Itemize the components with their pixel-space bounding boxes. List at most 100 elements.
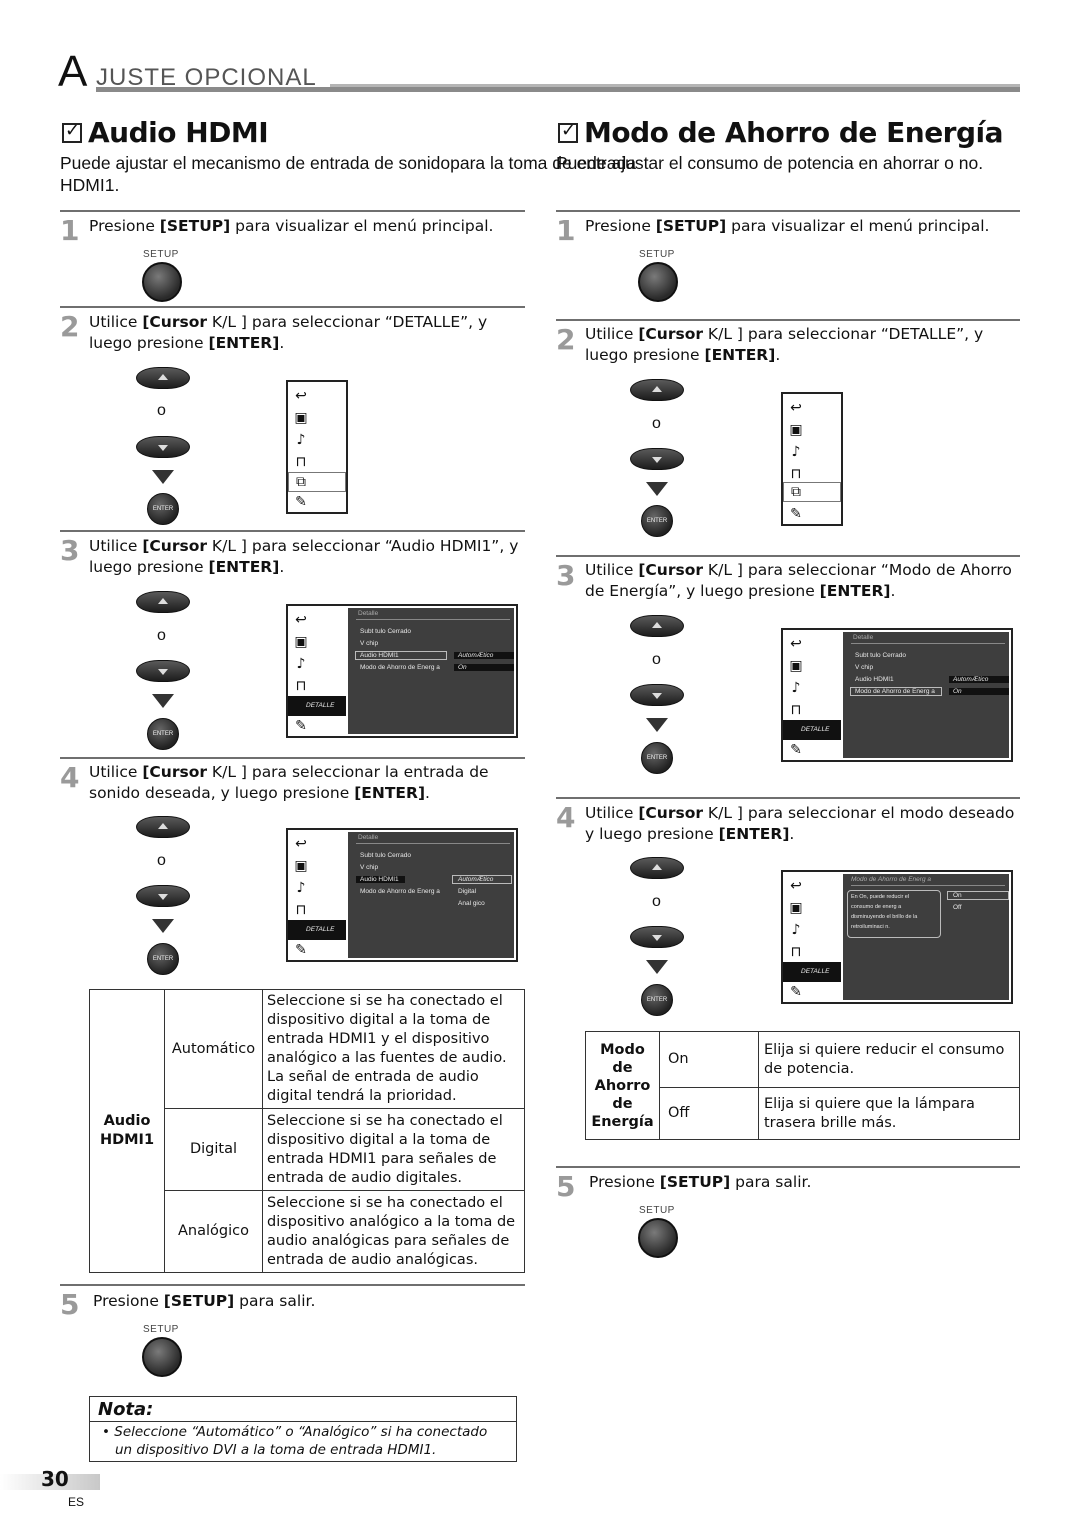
energy-saving-title: Modo de Ahorro de Energía — [558, 116, 1004, 149]
enter-button[interactable]: ENTER — [641, 984, 673, 1016]
option-off: Off — [953, 904, 962, 911]
main-menu: ↩ ▣ ♪ ⊓ ⧉ ✎ — [781, 392, 843, 526]
cursor-up-button[interactable] — [136, 591, 190, 613]
step-number: 5 — [556, 1170, 576, 1203]
cursor-up-button[interactable] — [630, 615, 684, 637]
enter-button[interactable]: ENTER — [147, 943, 179, 975]
menu-item: Audio HDMI1 — [360, 652, 399, 659]
divider — [60, 1284, 525, 1286]
description-cell: Elija si quiere que la lámpara trasera b… — [758, 1087, 1020, 1140]
enter-button[interactable]: ENTER — [641, 505, 673, 537]
description-line: En On, puede reducir el — [851, 894, 910, 900]
detail-icon: ⧉ — [791, 484, 801, 500]
return-icon: ↩ — [790, 878, 802, 894]
row-header-line: Audio — [103, 1113, 151, 1129]
option-cell: Automático — [164, 989, 263, 1109]
row-header: Modo de Ahorro de Energía — [585, 1031, 660, 1140]
setup-label: SETUP — [639, 249, 675, 260]
step-text-part: . — [775, 346, 781, 364]
step-number: 5 — [60, 1288, 80, 1321]
row-header-line: HDMI1 — [99, 1132, 155, 1148]
step-text-bold: [Cursor — [638, 804, 703, 822]
description-cell: Seleccione si se ha conectado el disposi… — [262, 1108, 525, 1191]
arrow-up-icon — [158, 823, 168, 829]
arrow-down-indicator-icon — [646, 482, 668, 496]
arrow-down-icon — [158, 445, 168, 451]
main-menu: ↩ ▣ ♪ ⊓ ⧉ ✎ — [286, 380, 348, 514]
row-header-line: Energía — [591, 1113, 654, 1130]
setup-button[interactable] — [638, 1218, 678, 1258]
step-text-part: para salir. — [234, 1292, 316, 1310]
step-text-bold: [SETUP] — [659, 1173, 731, 1191]
enter-button[interactable]: ENTER — [147, 493, 179, 525]
table-row: Analógico Seleccione si se ha conectado … — [90, 1190, 525, 1273]
panel-divider — [356, 619, 510, 620]
step-text: Utilice [Cursor K/L ] para seleccionar “… — [89, 312, 529, 354]
enter-button[interactable]: ENTER — [641, 742, 673, 774]
setup-button[interactable] — [638, 262, 678, 302]
sound-icon: ♪ — [791, 680, 801, 696]
return-icon: ↩ — [790, 636, 802, 652]
table-row: Off Elija si quiere que la lámpara trase… — [586, 1087, 1020, 1140]
step-text-part: Utilice — [585, 561, 639, 579]
step-text-part: de Energía”, y luego presione — [585, 582, 820, 600]
cursor-down-button[interactable] — [136, 436, 190, 458]
header-initial: A — [58, 47, 88, 96]
step-text-part: Presione — [89, 217, 160, 235]
setup-icon: ✎ — [295, 942, 307, 958]
step-text-part: . — [425, 784, 430, 802]
channel-icon: ⊓ — [790, 466, 802, 482]
step-text-bold: [ENTER] — [208, 334, 280, 352]
step-text-part: luego presione — [585, 346, 705, 364]
step-text-part: Presione — [589, 1173, 660, 1191]
channel-icon: ⊓ — [790, 944, 802, 960]
cursor-down-button[interactable] — [136, 660, 190, 682]
cursor-down-button[interactable] — [630, 448, 684, 470]
divider — [60, 210, 525, 212]
channel-icon: ⊓ — [295, 454, 307, 470]
sound-icon: ♪ — [296, 880, 306, 896]
arrow-down-icon — [158, 894, 168, 900]
divider — [556, 555, 1020, 557]
cursor-down-button[interactable] — [136, 885, 190, 907]
energy-panel: Modo de Ahorro de Energ a En On, puede r… — [843, 874, 1009, 1000]
step-number: 4 — [556, 801, 576, 834]
cursor-down-button[interactable] — [630, 684, 684, 706]
description-cell: Elija si quiere reducir el consumo de po… — [758, 1031, 1020, 1088]
or-text: o — [652, 415, 661, 432]
energy-saving-menu: ↩ ▣ ♪ ⊓ DETALLE ✎ Modo de Ahorro de Ener… — [781, 870, 1013, 1004]
setup-icon: ✎ — [295, 718, 307, 734]
setup-button[interactable] — [142, 262, 182, 302]
selected-item-frame — [355, 651, 447, 660]
cursor-up-button[interactable] — [136, 367, 190, 389]
step-text: Utilice [Cursor K/L ] para seleccionar “… — [585, 560, 1025, 602]
step-text-bold: [Cursor — [142, 763, 207, 781]
cursor-up-button[interactable] — [136, 816, 190, 838]
step-text-bold: [Cursor — [142, 313, 207, 331]
detail-panel: Detalle Subt tulo Cerrado V chip Audio H… — [348, 608, 514, 734]
picture-icon: ▣ — [294, 858, 308, 874]
cursor-up-button[interactable] — [630, 857, 684, 879]
sound-icon: ♪ — [296, 432, 306, 448]
step-number: 1 — [60, 214, 80, 247]
cursor-up-button[interactable] — [630, 379, 684, 401]
step-text: Presione [SETUP] para visualizar el menú… — [585, 216, 989, 237]
audio-option-menu: ↩ ▣ ♪ ⊓ DETALLE ✎ Detalle Subt tulo Cerr… — [286, 828, 518, 962]
setup-button[interactable] — [142, 1337, 182, 1377]
arrow-down-indicator-icon — [152, 919, 174, 933]
menu-item: Modo de Ahorro de Energ a — [360, 664, 440, 671]
arrow-down-icon — [652, 935, 662, 941]
or-text: o — [157, 852, 166, 869]
menu-item: V chip — [855, 664, 874, 671]
row-header-line: de — [612, 1095, 633, 1112]
detail-menu: ↩ ▣ ♪ ⊓ DETALLE ✎ Detalle Subt tulo Cerr… — [781, 628, 1013, 762]
detalle-tab: DETALLE — [288, 696, 346, 716]
cursor-down-button[interactable] — [630, 926, 684, 948]
page-number: 30 — [41, 1467, 69, 1491]
enter-button[interactable]: ENTER — [147, 718, 179, 750]
panel-divider — [356, 843, 510, 844]
option-cell: Off — [659, 1087, 759, 1140]
or-text: o — [157, 627, 166, 644]
step-number: 1 — [556, 214, 576, 247]
step-text-part: para salir. — [730, 1173, 812, 1191]
